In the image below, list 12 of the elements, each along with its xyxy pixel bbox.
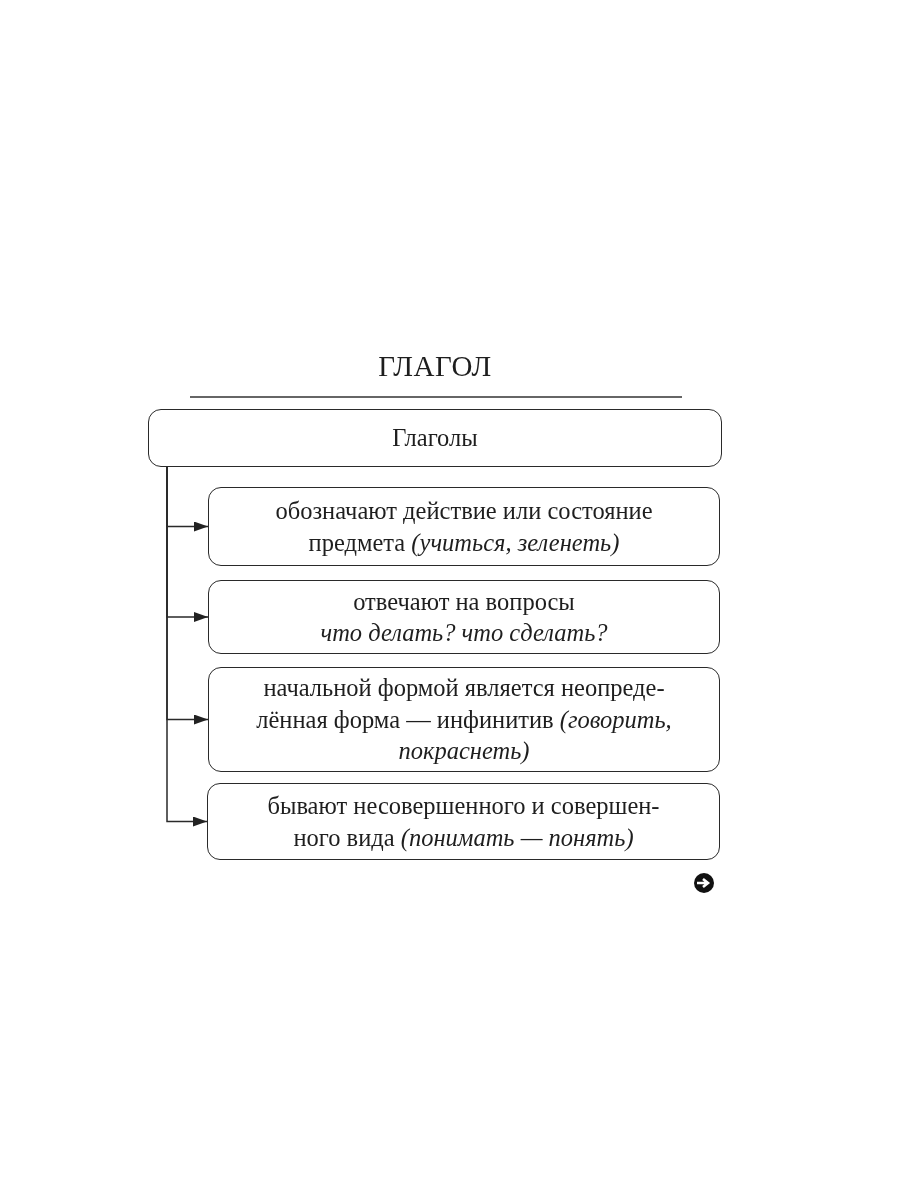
node-text: обозначают действие или состояние предмета (учиться, зеленеть) (274, 496, 654, 558)
node-text: начальной формой является неопреде- лённая форма — инфинитив (говорить, покраснеть) (255, 673, 673, 767)
rounded-box (208, 487, 720, 566)
rounded-box (148, 409, 722, 467)
node-text: бывают несовершенного и совершен- ного вида (понимать — понять) (266, 791, 661, 853)
node-text: что делать? что сделать? (320, 618, 608, 648)
rounded-box (207, 783, 720, 860)
rounded-box (208, 580, 720, 654)
title: ГЛАГОЛ (377, 350, 493, 383)
rounded-box (208, 667, 720, 772)
node-text: Глаголы (392, 423, 478, 454)
node-text: отвечают на вопросы (353, 586, 575, 617)
